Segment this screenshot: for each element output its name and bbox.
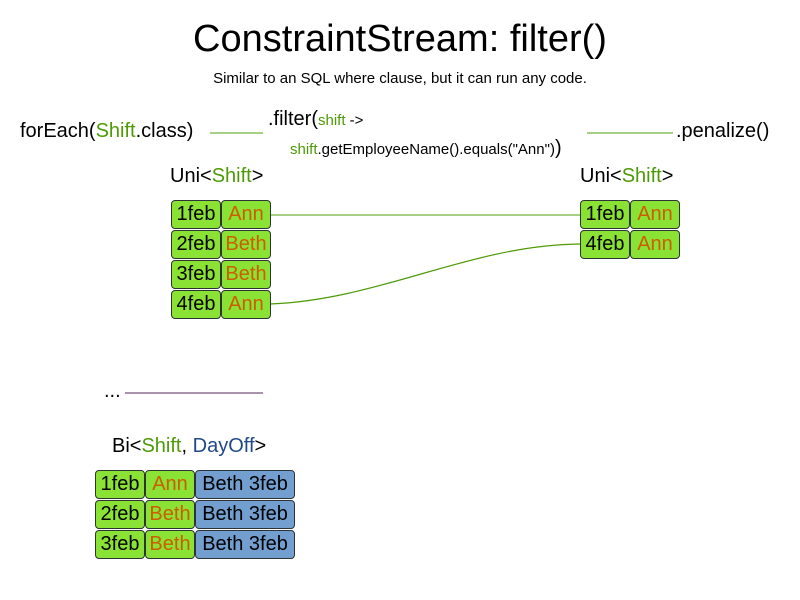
uni-in-type: Shift bbox=[211, 165, 252, 187]
shift-date: 3feb bbox=[95, 530, 145, 559]
foreach-type: Shift bbox=[95, 120, 136, 142]
foreach-suffix: .class) bbox=[135, 120, 194, 142]
filter-predicate-variable: shift bbox=[290, 141, 318, 158]
filter-variable: shift bbox=[318, 112, 346, 129]
shift-date: 3feb bbox=[171, 260, 221, 289]
filter-label: .filter(shift -> bbox=[268, 108, 363, 131]
dayoff: Beth 3feb bbox=[195, 530, 295, 559]
employee-name: Beth bbox=[145, 500, 195, 529]
employee-name: Beth bbox=[221, 230, 271, 259]
shift-date: 4feb bbox=[171, 290, 221, 319]
dayoff: Beth 3feb bbox=[195, 470, 295, 499]
bi-label: Bi<Shift, DayOff> bbox=[112, 435, 266, 458]
penalize-label: .penalize() bbox=[676, 120, 770, 142]
uni-in-suffix: > bbox=[251, 165, 264, 187]
filter-close-paren: ) bbox=[554, 137, 562, 159]
shift-date: 1feb bbox=[171, 200, 221, 229]
foreach-label: forEach(Shift.class) bbox=[20, 120, 193, 143]
uni-out-label: Uni<Shift> bbox=[580, 165, 673, 188]
bi-separator: , bbox=[181, 435, 193, 457]
shift-date: 4feb bbox=[580, 230, 630, 259]
employee-name: Ann bbox=[630, 230, 680, 259]
shift-date: 1feb bbox=[580, 200, 630, 229]
shift-date: 2feb bbox=[171, 230, 221, 259]
uni-in-label: Uni<Shift> bbox=[170, 165, 263, 188]
page-title: ConstraintStream: filter() bbox=[193, 18, 607, 60]
uni-out-suffix: > bbox=[661, 165, 674, 187]
uni-out-prefix: Uni< bbox=[580, 165, 622, 187]
filter-predicate-call: .getEmployeeName().equals("Ann") bbox=[317, 141, 555, 158]
filter-arrow: -> bbox=[345, 112, 364, 129]
bi-suffix: > bbox=[254, 435, 267, 457]
filter-prefix: .filter( bbox=[268, 108, 318, 130]
employee-name: Beth bbox=[221, 260, 271, 289]
foreach-prefix: forEach( bbox=[20, 120, 96, 142]
employee-name: Ann bbox=[630, 200, 680, 229]
bi-prefix: Bi< bbox=[112, 435, 142, 457]
employee-name: Ann bbox=[221, 200, 271, 229]
uni-in-prefix: Uni< bbox=[170, 165, 212, 187]
bi-type-shift: Shift bbox=[141, 435, 182, 457]
bi-type-dayoff: DayOff bbox=[192, 435, 255, 457]
ellipsis: ... bbox=[104, 380, 121, 402]
dayoff: Beth 3feb bbox=[195, 500, 295, 529]
employee-name: Ann bbox=[145, 470, 195, 499]
filter-predicate: shift.getEmployeeName().equals("Ann")) bbox=[290, 137, 562, 160]
line-4feb-match bbox=[269, 243, 581, 305]
employee-name: Ann bbox=[221, 290, 271, 319]
page-subtitle: Similar to an SQL where clause, but it c… bbox=[213, 70, 587, 87]
shift-date: 1feb bbox=[95, 470, 145, 499]
shift-date: 2feb bbox=[95, 500, 145, 529]
employee-name: Beth bbox=[145, 530, 195, 559]
uni-out-type: Shift bbox=[621, 165, 662, 187]
